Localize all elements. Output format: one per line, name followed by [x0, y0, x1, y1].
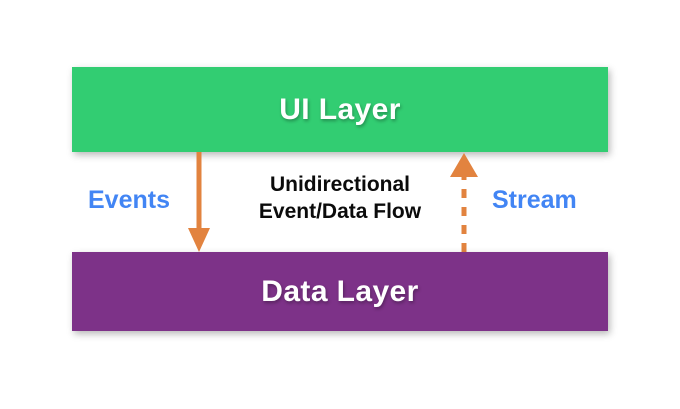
- flow-band: Events Unidirectional Event/Data Flow St…: [0, 152, 680, 252]
- data-layer-label: Data Layer: [261, 274, 419, 308]
- stream-up-arrow-icon: [444, 152, 484, 252]
- stream-label: Stream: [492, 186, 577, 214]
- ui-layer-box: UI Layer: [72, 67, 608, 152]
- flow-caption-line-2: Event/Data Flow: [258, 199, 422, 223]
- ui-layer-label: UI Layer: [279, 92, 401, 126]
- data-layer-box: Data Layer: [72, 252, 608, 331]
- events-label: Events: [88, 186, 170, 214]
- flow-caption: Unidirectional Event/Data Flow: [230, 172, 450, 226]
- flow-caption-line-1: Unidirectional: [269, 173, 411, 196]
- events-down-arrow-icon: [179, 152, 219, 252]
